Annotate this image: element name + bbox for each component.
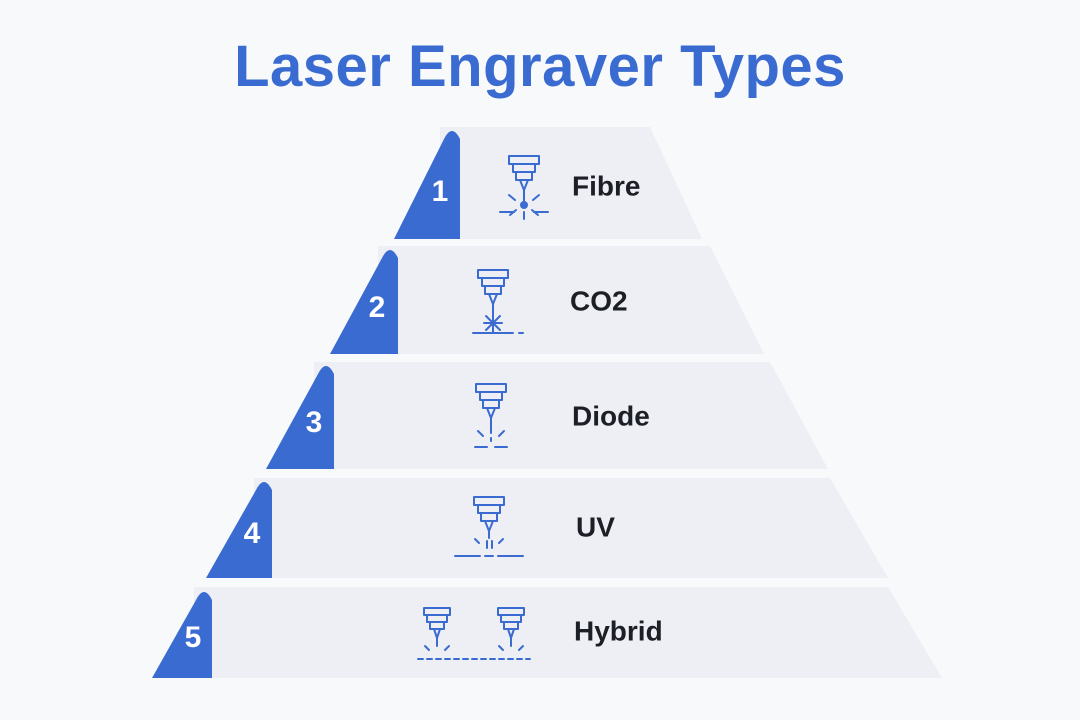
tier-5: 5 Hybrid	[152, 587, 942, 678]
tier-4-number-tab	[206, 482, 272, 578]
tier-5-number: 5	[185, 621, 202, 654]
tier-3-label: Diode	[572, 400, 650, 431]
tier-3-number: 3	[306, 406, 323, 439]
tier-3-band	[314, 362, 828, 469]
tier-5-number-tab	[152, 592, 212, 678]
tier-1: 1 Fibre	[394, 127, 702, 239]
diode-laser-head-icon	[474, 383, 508, 448]
tier-3-number-tab	[266, 366, 334, 469]
tier-4: 4 UV	[206, 478, 888, 578]
tier-5-band	[194, 587, 942, 678]
hybrid-dual-laser-head-icon	[417, 607, 531, 660]
tier-2: 2 CO2	[330, 246, 764, 354]
fibre-laser-head-icon	[499, 155, 549, 220]
tier-5-label: Hybrid	[574, 615, 663, 646]
uv-laser-head-icon	[454, 496, 524, 557]
tier-2-number: 2	[369, 291, 386, 324]
tier-2-number-tab	[330, 250, 398, 354]
tier-4-number: 4	[244, 517, 261, 550]
tier-3: 3 Diode	[266, 362, 828, 469]
page-title: Laser Engraver Types	[234, 34, 846, 99]
tier-2-band	[378, 246, 764, 354]
tier-4-label: UV	[576, 511, 615, 542]
co2-laser-head-icon	[472, 269, 524, 334]
tier-4-band	[254, 478, 888, 578]
tier-1-label: Fibre	[572, 170, 640, 201]
tier-2-label: CO2	[570, 285, 628, 316]
tier-1-number-tab	[394, 131, 460, 239]
tier-1-band	[440, 127, 702, 239]
tier-1-number: 1	[432, 175, 449, 208]
